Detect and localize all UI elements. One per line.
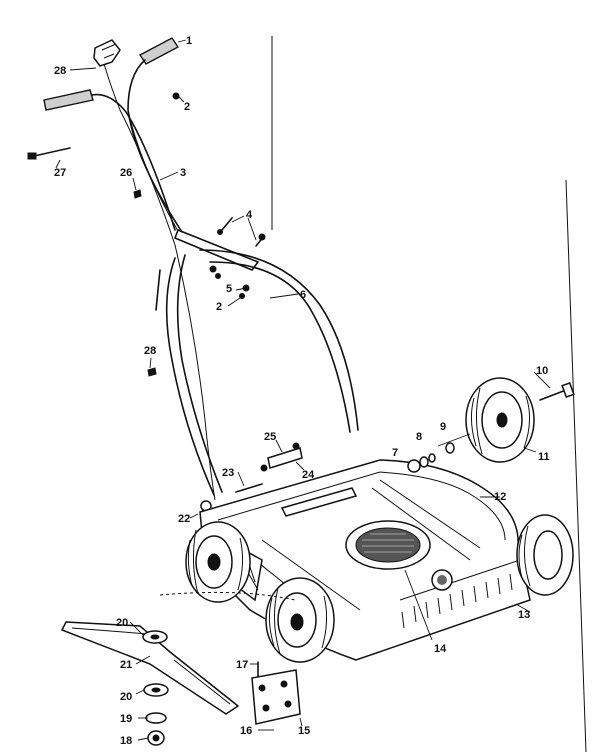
motor-vent-grille (355, 527, 421, 563)
deck-front-skirt (399, 559, 521, 601)
lower-handle (155, 229, 359, 496)
upper-nut (172, 92, 180, 100)
callout-26: 26 (120, 167, 132, 179)
height-adjust-bracket (235, 442, 303, 493)
callout-2-upper: 2 (184, 101, 190, 113)
cable-clip-upper (133, 189, 142, 199)
lower-right-tube-outer (199, 249, 359, 431)
callout-17: 17 (236, 659, 248, 671)
callout-16: 16 (240, 725, 252, 737)
callout-28-upper: 28 (54, 65, 66, 77)
callout-19: 19 (120, 713, 132, 725)
callout-1: 1 (186, 35, 192, 47)
callout-5: 5 (226, 283, 232, 295)
handle-stub (155, 269, 161, 311)
callout-4: 4 (246, 209, 253, 221)
callout-15: 15 (298, 725, 310, 737)
callout-20-lower: 20 (120, 691, 132, 703)
callout-18: 18 (120, 735, 132, 747)
handle-cross-bracket (174, 229, 259, 271)
deck-top-ridge (217, 471, 506, 541)
lower-left-tube-inner (176, 254, 223, 493)
callout-23: 23 (222, 467, 234, 479)
deck-skirt-fins (401, 573, 513, 629)
cable-clip-lower (147, 367, 157, 377)
lock-washer (145, 712, 167, 724)
deck-bracket (251, 661, 301, 725)
callout-20-upper: 20 (116, 617, 128, 629)
control-lever (93, 39, 121, 67)
wheel-front-left (265, 577, 335, 663)
wheel-exploded-rear-right (465, 377, 535, 463)
lower-right-tube-inner (209, 261, 351, 433)
rear-label-plate (280, 487, 358, 517)
left-handle-grip (43, 89, 94, 111)
leader-lines (55, 39, 551, 741)
upper-handle (43, 37, 216, 501)
callout-21: 21 (120, 659, 132, 671)
callout-7: 7 (392, 447, 398, 459)
wheel-rear-left (185, 521, 251, 603)
callout-22: 22 (178, 513, 190, 525)
deck-rib-3 (379, 479, 481, 549)
handle-hardware (172, 92, 266, 299)
callout-27: 27 (54, 167, 66, 179)
callout-3: 3 (180, 167, 186, 179)
lower-left-tube-outer (165, 257, 215, 496)
callout-25: 25 (264, 431, 276, 443)
callout-24: 24 (302, 469, 315, 481)
blade-assembly (60, 591, 296, 746)
callout-28-lower: 28 (144, 345, 156, 357)
callout-numbers: 1 2 3 4 5 2 6 7 8 9 10 11 12 13 14 15 16… (54, 35, 550, 747)
callout-2-lower: 2 (216, 301, 222, 313)
callout-10: 10 (536, 365, 548, 377)
callout-14: 14 (434, 643, 447, 655)
cutting-blade (60, 621, 240, 715)
page-edge-right-mark (565, 179, 587, 753)
callout-8: 8 (416, 431, 422, 443)
callout-13: 13 (518, 609, 530, 621)
callout-12: 12 (494, 491, 506, 503)
callout-9: 9 (440, 421, 446, 433)
callout-11: 11 (538, 451, 550, 463)
handle-bolt (27, 147, 71, 160)
deck-rib-2 (261, 539, 361, 611)
right-upper-tube (127, 59, 183, 233)
deck-rib-4 (371, 487, 471, 561)
callout-6: 6 (300, 289, 306, 301)
control-cable (103, 63, 216, 501)
control-lever-detail (101, 43, 117, 59)
wheel-front-right (516, 514, 574, 596)
wheel-axle-hardware (407, 382, 575, 473)
